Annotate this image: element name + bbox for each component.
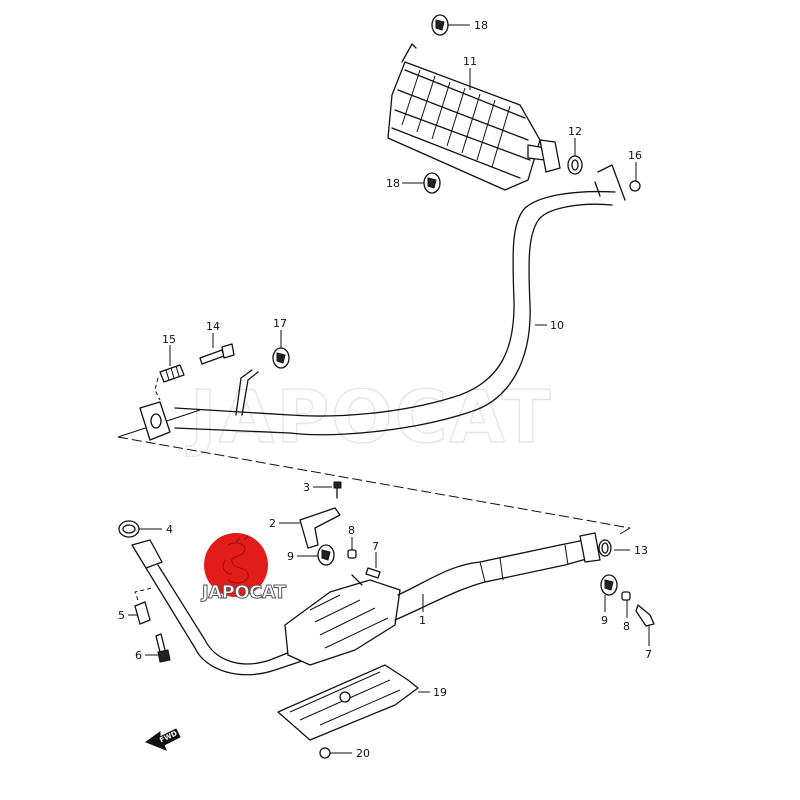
- callout-14[interactable]: 14: [206, 320, 220, 333]
- callout-20[interactable]: 20: [356, 747, 370, 760]
- callout-18-lower[interactable]: 18: [386, 177, 400, 190]
- callout-6[interactable]: 6: [135, 649, 142, 662]
- logo-red-circle: [204, 533, 268, 597]
- part-9-rubber-mount-left[interactable]: [317, 544, 335, 566]
- part-7-bolt-left[interactable]: [365, 567, 381, 579]
- callout-12[interactable]: 12: [568, 125, 582, 138]
- callout-18-top[interactable]: 18: [474, 19, 488, 32]
- watermark-text: JAPOCAT: [185, 375, 553, 459]
- part-17-rubber-mount[interactable]: [272, 347, 290, 369]
- callout-19[interactable]: 19: [433, 686, 447, 699]
- callout-8-right[interactable]: 8: [623, 620, 630, 633]
- callout-1[interactable]: 1: [419, 614, 426, 627]
- part-8-spacer-right[interactable]: [621, 591, 631, 601]
- callout-3[interactable]: 3: [303, 481, 310, 494]
- part-9-rubber-mount-right[interactable]: [600, 574, 618, 596]
- callout-5[interactable]: 5: [118, 609, 125, 622]
- part-8-spacer-left[interactable]: [347, 549, 357, 559]
- callout-13[interactable]: 13: [634, 544, 648, 557]
- part-12-gasket[interactable]: [567, 155, 583, 175]
- callout-7-right[interactable]: 7: [645, 648, 652, 661]
- callout-15[interactable]: 15: [162, 333, 176, 346]
- callout-7-left[interactable]: 7: [372, 540, 379, 553]
- part-2-bracket[interactable]: [299, 507, 341, 549]
- callout-10[interactable]: 10: [550, 319, 564, 332]
- part-5-spring[interactable]: [134, 587, 153, 625]
- part-4-gasket[interactable]: [118, 520, 140, 538]
- japocat-logo: JAPOCAT: [200, 533, 288, 604]
- part-1-front-pipe-catalyst[interactable]: [131, 532, 601, 676]
- part-14-bolt[interactable]: [199, 343, 235, 365]
- part-18-rubber-mount-lower[interactable]: [423, 172, 441, 194]
- part-11-muffler[interactable]: [387, 43, 561, 191]
- part-7-bolt-right[interactable]: [635, 604, 655, 627]
- callout-11[interactable]: 11: [463, 55, 477, 68]
- part-20-nut[interactable]: [319, 747, 331, 759]
- callout-17[interactable]: 17: [273, 317, 287, 330]
- part-3-bolt[interactable]: [333, 481, 342, 499]
- logo-text: JAPOCAT: [200, 582, 287, 603]
- logo-emblem-icon: [222, 535, 249, 584]
- callout-2[interactable]: 2: [269, 517, 276, 530]
- part-16-nut[interactable]: [629, 180, 641, 192]
- part-13-gasket[interactable]: [598, 539, 612, 557]
- part-18-rubber-mount-top[interactable]: [431, 14, 449, 36]
- forward-direction-arrow: FWD: [144, 728, 181, 751]
- part-10-center-pipe[interactable]: [139, 164, 626, 441]
- callout-4[interactable]: 4: [166, 523, 173, 536]
- callout-8-left[interactable]: 8: [348, 524, 355, 537]
- callout-9-left[interactable]: 9: [287, 550, 294, 563]
- callout-16[interactable]: 16: [628, 149, 642, 162]
- part-15-spring[interactable]: [154, 364, 185, 401]
- callout-9-right[interactable]: 9: [601, 614, 608, 627]
- part-6-bolt[interactable]: [155, 633, 171, 663]
- part-19-heat-shield[interactable]: [277, 664, 419, 741]
- leader-lines: [128, 24, 650, 754]
